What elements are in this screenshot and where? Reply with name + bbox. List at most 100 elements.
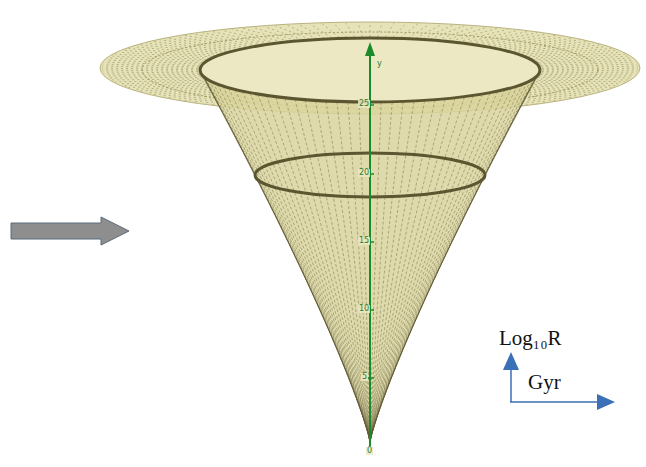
meridian-line bbox=[242, 91, 370, 442]
meridian-line bbox=[370, 82, 527, 442]
meridian-line bbox=[370, 96, 474, 442]
brim-line bbox=[518, 45, 600, 53]
brim-line bbox=[106, 75, 201, 76]
brim-line bbox=[102, 66, 198, 69]
brim-line bbox=[423, 25, 453, 38]
meridian-line bbox=[209, 80, 370, 442]
tick-label: 15 bbox=[358, 237, 370, 245]
brim-line bbox=[153, 42, 231, 51]
meridian-line bbox=[370, 86, 517, 442]
brim-line bbox=[254, 28, 296, 41]
brim-line bbox=[542, 66, 638, 69]
brim-line bbox=[203, 33, 263, 44]
brim-line bbox=[194, 34, 257, 45]
brim-line bbox=[489, 36, 555, 47]
brim-line bbox=[115, 80, 206, 82]
meridian-line bbox=[370, 100, 435, 442]
brim-line bbox=[265, 27, 303, 40]
brim-line bbox=[540, 74, 635, 75]
brim-line bbox=[522, 86, 607, 90]
tick-label: 10 bbox=[358, 305, 370, 313]
meridian-line bbox=[370, 91, 498, 442]
brim-line bbox=[119, 52, 209, 58]
meridian-line bbox=[370, 70, 540, 442]
brim-line bbox=[531, 52, 621, 58]
meridian-line bbox=[370, 90, 505, 442]
brim-line bbox=[104, 74, 199, 75]
brim-line bbox=[102, 70, 198, 72]
brim-line bbox=[104, 62, 199, 66]
brim-line bbox=[430, 26, 464, 39]
meridian-line bbox=[370, 72, 540, 442]
meridian-line bbox=[370, 74, 539, 442]
meridian-line bbox=[202, 74, 371, 442]
brim-line bbox=[438, 27, 476, 40]
brim-line bbox=[542, 68, 638, 70]
tick-label: 20 bbox=[358, 169, 370, 177]
brim-line bbox=[299, 25, 325, 39]
brim-line bbox=[385, 23, 394, 37]
brim-line bbox=[538, 77, 632, 79]
brim-line bbox=[525, 49, 612, 56]
brim-line bbox=[124, 83, 212, 86]
axis-name: y bbox=[376, 60, 383, 68]
brim-line bbox=[542, 70, 638, 72]
meridian-line bbox=[370, 76, 537, 442]
meridian-line bbox=[370, 98, 455, 442]
meridian-line bbox=[276, 97, 370, 442]
meridian-line bbox=[218, 84, 371, 442]
meridian-line bbox=[370, 94, 482, 442]
brim-line bbox=[134, 86, 219, 90]
brim-line bbox=[346, 23, 355, 37]
meridian-line bbox=[370, 78, 534, 442]
brim-line bbox=[334, 23, 347, 37]
brim-line bbox=[103, 64, 199, 67]
axis-label: Gyr bbox=[528, 372, 561, 393]
meridian-line bbox=[235, 90, 370, 442]
axes-indicator bbox=[503, 352, 615, 410]
meridian-line bbox=[370, 99, 445, 442]
brim-line bbox=[287, 25, 317, 38]
brim-line bbox=[534, 80, 625, 82]
brim-line bbox=[494, 37, 563, 47]
meridian-line bbox=[370, 93, 490, 442]
brim-line bbox=[528, 83, 616, 86]
brim-line bbox=[119, 82, 209, 84]
brim-line bbox=[525, 84, 612, 87]
brim-line bbox=[115, 54, 206, 60]
brim-line bbox=[112, 79, 205, 80]
brim-line bbox=[370, 23, 371, 37]
tick-label: 0 bbox=[366, 447, 373, 455]
brim-line bbox=[528, 50, 616, 57]
brim-line bbox=[471, 32, 527, 44]
brim-line bbox=[129, 84, 216, 87]
brim-line bbox=[445, 28, 487, 41]
brim-line bbox=[322, 24, 339, 38]
grey-arrow bbox=[11, 217, 129, 245]
brim-line bbox=[401, 24, 418, 38]
meridian-line bbox=[206, 78, 370, 442]
brim-line bbox=[393, 23, 406, 37]
brim-line bbox=[522, 47, 607, 55]
brim-line bbox=[477, 33, 537, 44]
brim-line bbox=[378, 23, 382, 37]
brim-line bbox=[541, 72, 637, 73]
brim-line bbox=[176, 37, 245, 47]
brim-line bbox=[540, 62, 635, 66]
brim-line bbox=[222, 30, 275, 42]
meridian-line bbox=[370, 84, 523, 442]
meridian-line bbox=[250, 93, 370, 442]
brim-line bbox=[310, 24, 331, 38]
tick-label: 5 bbox=[361, 373, 368, 381]
brim-line bbox=[408, 24, 429, 38]
meridian-line bbox=[203, 76, 370, 442]
brim-line bbox=[185, 36, 251, 47]
meridian-line bbox=[370, 88, 511, 442]
meridian-line bbox=[200, 70, 370, 442]
brim-line bbox=[129, 49, 216, 56]
brim-line bbox=[483, 34, 546, 45]
meridian-line bbox=[370, 80, 531, 442]
meridian-line bbox=[370, 97, 464, 442]
brim-line bbox=[539, 60, 634, 64]
